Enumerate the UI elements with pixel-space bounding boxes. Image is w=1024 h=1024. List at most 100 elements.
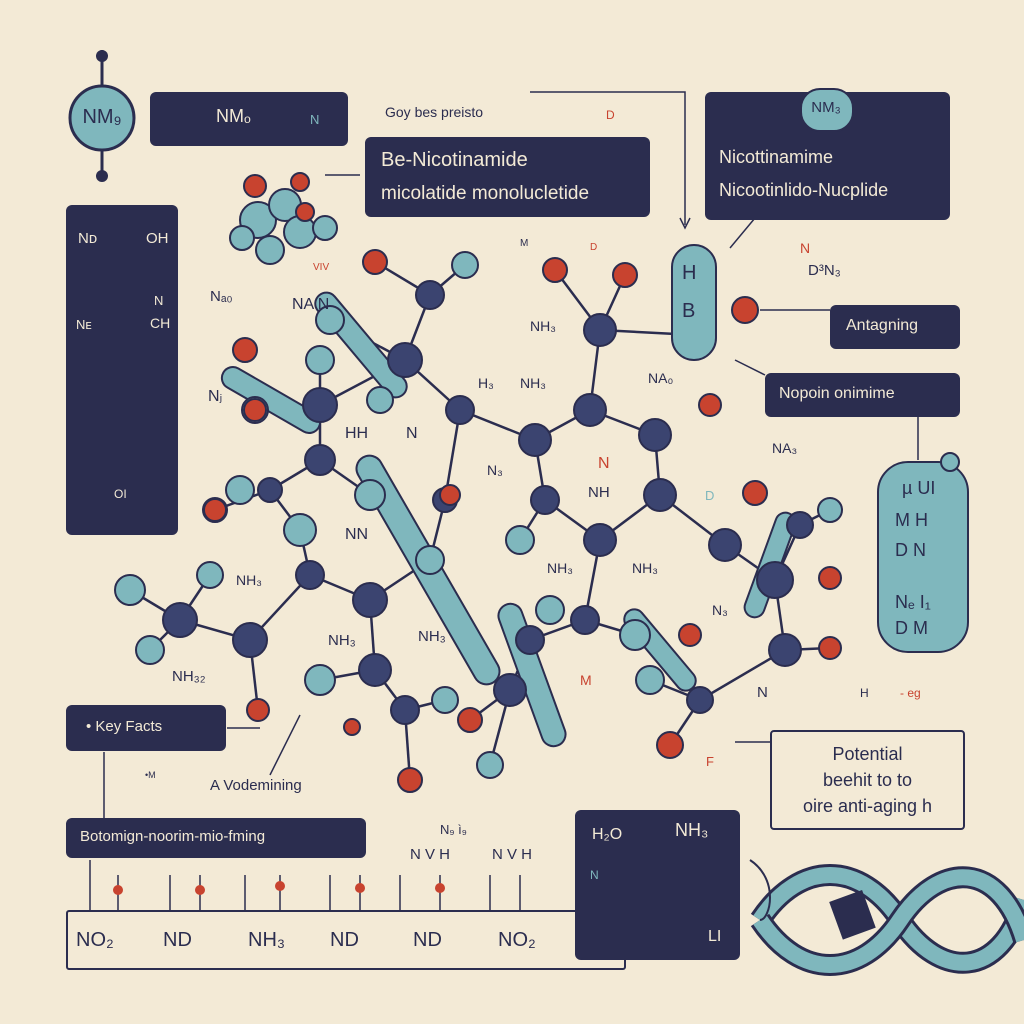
mol-label-nv-h3: N V H: [492, 846, 533, 863]
mol-label-nn: NN: [345, 526, 369, 543]
pill-row-2: M H: [895, 510, 928, 530]
nopoin-box: Nopoin onimime: [765, 373, 960, 417]
bottom-right-label-right: LI: [708, 928, 722, 945]
structure-label-right: CH: [150, 315, 171, 331]
small-molecule-cluster: [229, 172, 338, 265]
nm-circle: [68, 84, 136, 152]
title-line-1: Be-Nicotinamide: [381, 149, 528, 171]
nopoin-connector: [734, 359, 766, 376]
mol-label-h-right: H: [860, 686, 869, 700]
bottom-label-5: ND: [413, 929, 442, 951]
mol-label-n-tiny: N: [590, 868, 599, 882]
mol-label-eg: - eg: [900, 686, 921, 700]
molecule-bonds: [129, 260, 831, 781]
antagning-label: Antagning: [846, 317, 919, 334]
key-facts-box: • Key Facts: [66, 705, 226, 751]
mol-label-nag: NA₃: [772, 440, 798, 456]
botomign-label: Botomign-noorim-mio-fming: [80, 828, 266, 845]
mol-label-nh3-f: NH₃: [328, 632, 356, 649]
mol-label-nv-h1: N₉ ì₉: [440, 822, 467, 837]
mol-label-nan: NA N: [292, 296, 330, 313]
bottom-label-6: NO₂: [498, 929, 536, 951]
hb-pill: [671, 244, 717, 361]
structure-label-bottom: OI: [114, 487, 127, 501]
mol-label-hh: HH: [345, 425, 369, 442]
potential-box: Potential beehit to to oire anti-aging h: [770, 730, 965, 830]
mol-label-m1: M: [520, 238, 529, 249]
structure-label-left: Nᴇ: [76, 317, 92, 332]
bottom-label-3: NH₃: [248, 929, 286, 951]
nopoin-label: Nopoin onimime: [779, 385, 895, 402]
mol-label-nj: Nⱼ: [208, 388, 223, 405]
key-facts-label: • Key Facts: [86, 718, 163, 735]
mol-label-nao: Nₐ₀: [210, 288, 233, 305]
mol-label-nh3-e: NH₃: [632, 560, 658, 576]
bottom-label-2: ND: [163, 929, 192, 951]
mol-label-nh3-d: NH₃: [547, 560, 573, 576]
mol-label-nao-right: NA₀: [648, 370, 674, 386]
right-box-circle: [800, 88, 854, 132]
mol-label-n3-right: N₃: [712, 602, 728, 618]
botomign-box: Botomign-noorim-mio-fming: [66, 818, 366, 858]
header-small-title: Goy bes preisto: [385, 104, 484, 120]
mol-label-d-small: D: [705, 488, 715, 503]
bottom-ticks: [89, 860, 521, 910]
mol-label-nh32: NH₃₂: [172, 668, 206, 685]
side-pill: [877, 461, 969, 653]
antagning-box: Antagning: [830, 305, 960, 349]
header-small-d: D: [606, 108, 615, 122]
vodemining-connector: [269, 714, 301, 776]
mol-label-nh3-a: NH₃: [530, 318, 556, 334]
nm-box-label: NMₒ: [216, 106, 251, 126]
right-box-line-2: Nicootinlido-Nucplide: [719, 180, 889, 200]
mol-label-nh: NH: [588, 484, 610, 501]
top-left-stick-end: [96, 170, 108, 182]
mol-label-nd-top: N: [800, 240, 811, 256]
mol-label-nh3-g: NH₃: [418, 628, 446, 645]
right-box-connector: [729, 217, 756, 249]
right-info-box: NM₃ Nicottinamime Nicootinlido-Nucplide: [705, 88, 950, 220]
side-pill-knob: [940, 452, 960, 472]
red-atoms: [203, 249, 842, 793]
mol-label-n-right: N: [757, 684, 768, 701]
pill-row-4: Nₑ I₁: [895, 592, 931, 612]
nm-circle-label: NM₉: [82, 106, 122, 128]
potential-line-1: Potential: [832, 744, 903, 764]
bottom-label-1: NO₂: [76, 929, 114, 951]
bottom-label-bar: NO₂ ND NH₃ ND ND NO₂: [66, 910, 626, 970]
mol-label-h3: H₃: [478, 375, 494, 391]
title-line-2: micolatide monolucletide: [381, 183, 590, 204]
header-connector: [530, 91, 686, 225]
right-box-line-1: Nicottinamime: [719, 147, 834, 167]
nm-box: NMₒ N: [150, 92, 348, 146]
mol-label-nh3-b: NH₃: [520, 375, 546, 391]
mol-label-nv-h2: N V H: [410, 846, 451, 863]
potential-line-3: oire anti-aging h: [802, 796, 933, 816]
left-structure-box: Nᴅ OH N Nᴇ CH OI: [66, 205, 178, 535]
arrow-head-icon: [679, 217, 691, 230]
bottom-right-label-top-right: NH₃: [675, 820, 709, 840]
mol-label-f-red: F: [706, 754, 714, 769]
bottom-dots: [113, 881, 445, 895]
mol-label-n-bar: N: [406, 425, 418, 442]
bottom-label-4: ND: [330, 929, 359, 951]
potential-line-2: beehit to to: [822, 770, 913, 790]
mol-label-d3n3: D³N₃: [808, 262, 841, 279]
mol-label-d-mid: D: [590, 242, 598, 253]
bottom-right-structure-box: [575, 810, 740, 960]
pill-row-1: µ UI: [902, 478, 936, 498]
vodemining-label: A Vodemining: [210, 777, 302, 794]
title-box: Be-Nicotinamide micolatide monolucletide: [365, 137, 650, 217]
structure-label-top-left: Nᴅ: [78, 230, 98, 247]
mol-label-nh3-c: NH₃: [236, 572, 262, 588]
top-left-stick-end: [96, 50, 108, 62]
pill-row-3: D N: [895, 540, 926, 560]
mol-label-m-red: M: [580, 672, 592, 688]
mol-label-n-red: N: [598, 455, 610, 472]
mol-label-vv: VIV: [313, 262, 330, 273]
bottom-right-label-top-left: H₂O: [592, 826, 623, 843]
dna-helix-icon: [749, 859, 1024, 976]
right-box-circle-label: NM₃: [811, 99, 841, 116]
